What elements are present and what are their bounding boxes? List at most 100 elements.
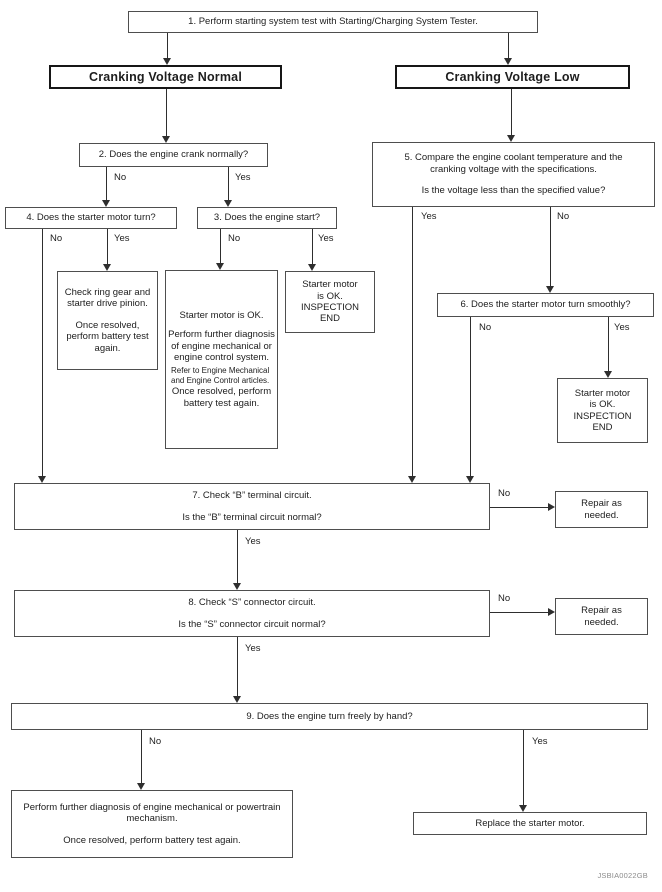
spacer (59, 310, 156, 320)
flowchart-node-step3: 3. Does the engine start? (197, 207, 337, 229)
step5-line1: 5. Compare the engine coolant temperatur… (404, 152, 623, 164)
further-diagnosis-p2: Once resolved, perform battery test agai… (63, 834, 241, 846)
spacer (18, 825, 286, 835)
cranking-voltage-low-text: Cranking Voltage Low (445, 69, 580, 84)
repair-b-text: Repair as needed. (581, 498, 622, 521)
flowchart-node-step5: 5. Compare the engine coolant temperatur… (372, 142, 655, 207)
flowchart-node-step6: 6. Does the starter motor turn smoothly? (437, 293, 654, 317)
branch-label-step5-yes: Yes (421, 211, 437, 222)
arrowhead-icon (102, 200, 110, 207)
arrowhead-icon (466, 476, 474, 483)
step5-line2: cranking voltage with the specifications… (430, 163, 597, 175)
cranking-voltage-normal-text: Cranking Voltage Normal (88, 69, 242, 84)
flowchart-node-inspection-end-right: Starter motor is OK. INSPECTION END (557, 378, 648, 443)
connector-step5-no-to-step6 (550, 207, 551, 287)
inspection-end-line: is OK. (589, 399, 616, 411)
branch-label-step3-yes: Yes (318, 233, 334, 244)
flowchart-node-step9: 9. Does the engine turn freely by hand? (11, 703, 648, 730)
step3-text: 3. Does the engine start? (213, 212, 321, 224)
branch-label-step7-no: No (498, 488, 511, 499)
branch-label-step4-yes: Yes (114, 233, 130, 244)
connector-step2-yes-to-step3 (228, 167, 229, 201)
step2-text: 2. Does the engine crank normally? (98, 149, 249, 161)
arrowhead-icon (162, 136, 170, 143)
connector-step8-yes-to-step9 (237, 637, 238, 697)
connector-step1-to-normal (167, 33, 168, 59)
arrowhead-icon (408, 476, 416, 483)
connector-step8-no-to-repair (490, 612, 549, 613)
branch-label-step8-no: No (498, 593, 511, 604)
step5-question: Is the voltage less than the specified v… (421, 185, 606, 197)
inspection-end-line: INSPECTION (300, 302, 360, 313)
connector-step6-yes-to-inspection-end (608, 317, 609, 372)
flowchart-node-further-diagnosis-powertrain: Perform further diagnosis of engine mech… (11, 790, 293, 858)
connector-step3-yes-to-inspection-end (312, 229, 313, 265)
inspection-end-line: END (592, 421, 613, 433)
check-ring-gear-p1: Check ring gear and starter drive pinion… (64, 287, 151, 310)
connector-step4-yes-to-ring-gear (107, 229, 108, 265)
step9-text: 9. Does the engine turn freely by hand? (246, 710, 413, 722)
spacer (373, 175, 654, 185)
flowchart-node-cranking-voltage-low: Cranking Voltage Low (395, 65, 630, 89)
starter-ok-p2: Perform further diagnosis of engine mech… (168, 329, 275, 364)
arrowhead-icon (233, 696, 241, 703)
arrowhead-icon (546, 286, 554, 293)
connector-step2-no-to-step4 (106, 167, 107, 201)
arrowhead-icon (137, 783, 145, 790)
inspection-end-line: Starter motor (302, 279, 358, 291)
step8-line2: Is the “S” connector circuit normal? (178, 618, 326, 630)
step7-line2: Is the “B” terminal circuit normal? (182, 511, 322, 523)
flowchart-node-step2: 2. Does the engine crank normally? (79, 143, 268, 167)
flowchart-node-step4: 4. Does the starter motor turn? (5, 207, 177, 229)
branch-label-step2-yes: Yes (235, 172, 251, 183)
arrowhead-icon (504, 58, 512, 65)
arrowhead-icon (507, 135, 515, 142)
branch-label-step4-no: No (50, 233, 63, 244)
arrowhead-icon (233, 583, 241, 590)
branch-label-step3-no: No (228, 233, 241, 244)
flowchart-node-step1: 1. Perform starting system test with Sta… (128, 11, 538, 33)
repair-s-text: Repair as needed. (581, 605, 622, 628)
branch-label-step9-yes: Yes (532, 736, 548, 747)
flowchart-node-starter-ok-further-diagnosis: Starter motor is OK. Perform further dia… (165, 270, 278, 449)
branch-label-step2-no: No (114, 172, 127, 183)
flowchart-node-check-ring-gear: Check ring gear and starter drive pinion… (57, 271, 158, 370)
step8-line1: 8. Check “S” connector circuit. (188, 597, 316, 608)
flowchart-node-step7: 7. Check “B” terminal circuit. Is the “B… (14, 483, 490, 530)
arrowhead-icon (216, 263, 224, 270)
arrowhead-icon (308, 264, 316, 271)
replace-starter-text: Replace the starter motor. (475, 817, 585, 829)
connector-step6-no-to-step7 (470, 317, 471, 477)
branch-label-step8-yes: Yes (245, 643, 261, 654)
arrowhead-icon (224, 200, 232, 207)
connector-normal-to-step2 (166, 89, 167, 137)
branch-label-step7-yes: Yes (245, 536, 261, 547)
arrowhead-icon (163, 58, 171, 65)
arrowhead-icon (548, 608, 555, 616)
arrowhead-icon (103, 264, 111, 271)
flowchart-node-inspection-end-top: Starter motor is OK. INSPECTION END (285, 271, 375, 333)
step1-text: 1. Perform starting system test with Sta… (188, 16, 478, 28)
flowchart-node-replace-starter-motor: Replace the starter motor. (413, 812, 647, 835)
connector-step3-no-to-diagnosis (220, 229, 221, 264)
connector-step4-no-to-step7 (42, 229, 43, 477)
spacer (168, 321, 275, 329)
check-ring-gear-p2: Once resolved, perform battery test agai… (66, 319, 149, 354)
branch-label-step6-no: No (479, 322, 492, 333)
connector-step1-to-low (508, 33, 509, 59)
connector-step5-yes-to-step7 (412, 207, 413, 477)
arrowhead-icon (604, 371, 612, 378)
connector-step9-yes-to-replace-starter (523, 730, 524, 806)
inspection-end-line: is OK. (317, 290, 343, 302)
inspection-end-line: INSPECTION (573, 410, 632, 422)
step6-text: 6. Does the starter motor turn smoothly? (460, 299, 631, 311)
arrowhead-icon (548, 503, 555, 511)
branch-label-step5-no: No (557, 211, 570, 222)
further-diagnosis-p1: Perform further diagnosis of engine mech… (23, 801, 281, 825)
flowchart-node-repair-s-connector: Repair as needed. (555, 598, 648, 635)
connector-step7-yes-to-step8 (237, 530, 238, 584)
starter-ok-p1: Starter motor is OK. (179, 309, 264, 321)
figure-code-watermark: JSBIA0022GB (597, 871, 648, 880)
branch-label-step6-yes: Yes (614, 322, 630, 333)
arrowhead-icon (38, 476, 46, 483)
